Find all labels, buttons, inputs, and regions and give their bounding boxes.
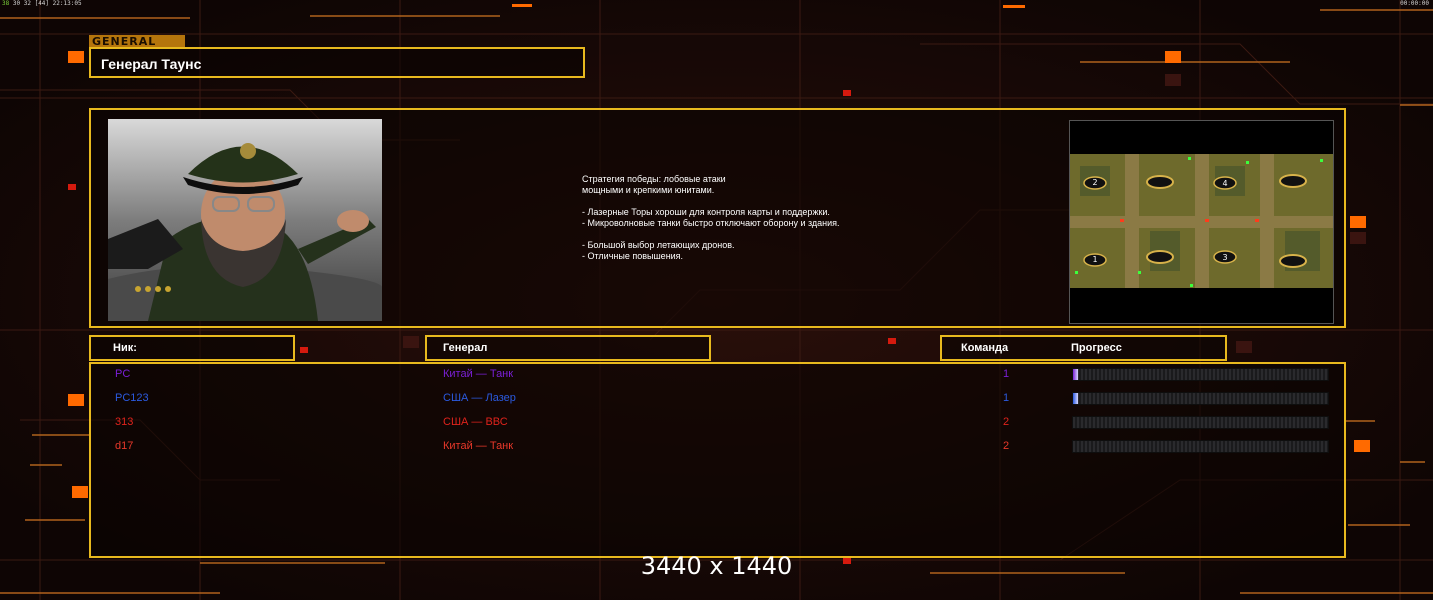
player-team: 2: [1003, 416, 1010, 428]
table-row: PC123 США — Лазер 1: [91, 388, 1344, 412]
general-portrait: [108, 119, 382, 321]
column-header-team: Команда: [961, 342, 1009, 354]
column-header-team-progress: Команда Прогресс: [940, 335, 1227, 361]
player-progress-bar: [1072, 440, 1329, 453]
portrait-image: [108, 119, 382, 321]
general-name: Генерал Таунс: [101, 56, 202, 72]
start-position-4: 4: [1222, 179, 1227, 188]
table-row: PC Китай — Танк 1: [91, 364, 1344, 388]
player-general: Китай — Танк: [443, 440, 514, 452]
player-nick: PC123: [115, 392, 149, 404]
progress-fill: [1073, 393, 1079, 404]
column-header-nick: Ник:: [89, 335, 295, 361]
player-progress-bar: [1072, 368, 1329, 381]
progress-fill: [1073, 369, 1079, 380]
resolution-label: 3440 x 1440: [640, 552, 793, 580]
player-general: Китай — Танк: [443, 368, 514, 380]
player-general: США — ВВС: [443, 416, 508, 428]
player-nick: 313: [115, 416, 134, 428]
general-info-panel: Стратегия победы: лобовые атаки мощными …: [89, 108, 1346, 328]
column-header-progress: Прогресс: [1071, 342, 1122, 354]
player-nick: PC: [115, 368, 131, 380]
general-description: Стратегия победы: лобовые атаки мощными …: [582, 174, 840, 261]
fps-counter: 38 30 32 [44] 22:13:05: [2, 0, 82, 7]
start-position-2: 2: [1092, 178, 1097, 187]
start-position-1: 1: [1092, 255, 1097, 264]
player-progress-bar: [1072, 416, 1329, 429]
players-table: PC Китай — Танк 1 PC123 США — Лазер 1 31…: [89, 362, 1346, 558]
player-progress-bar: [1072, 392, 1329, 405]
player-nick: d17: [115, 440, 134, 452]
clock: 22:13:05: [52, 0, 82, 7]
table-row: 313 США — ВВС 2: [91, 412, 1344, 436]
player-team: 2: [1003, 440, 1010, 452]
player-team: 1: [1003, 368, 1010, 380]
start-position-3: 3: [1222, 253, 1227, 262]
section-tag: GENERAL: [89, 35, 185, 48]
minimap-image: 1 2 3 4: [1070, 121, 1333, 323]
timer: 00:00:00: [1400, 0, 1429, 7]
general-title-panel: Генерал Таунс: [89, 47, 585, 78]
table-row: d17 Китай — Танк 2: [91, 436, 1344, 460]
map-preview: 1 2 3 4: [1069, 120, 1334, 324]
column-header-general: Генерал: [425, 335, 711, 361]
player-team: 1: [1003, 392, 1010, 404]
player-general: США — Лазер: [443, 392, 516, 404]
